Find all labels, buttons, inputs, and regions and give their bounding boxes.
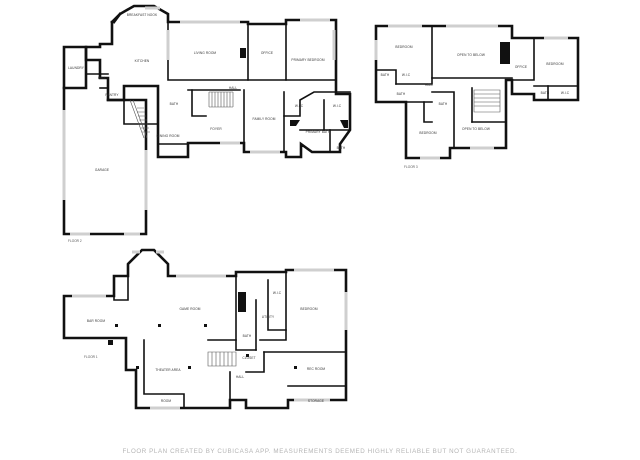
room-label: FOYER	[210, 127, 222, 131]
room-label: STORAGE	[308, 399, 324, 403]
room-label: BATH	[170, 102, 179, 106]
room-label: OPEN TO BELOW	[462, 127, 490, 131]
room-label: BATH	[541, 91, 550, 95]
floor-name: FLOOR 3	[404, 165, 418, 169]
room-label: HALL	[236, 375, 245, 379]
room-label: W.I.C	[295, 104, 304, 108]
room-label: BREAKFAST NOOK	[127, 13, 158, 17]
room-label: HALL	[425, 83, 434, 87]
room-label: W.I.C	[402, 73, 411, 77]
room-label: BAR ROOM	[87, 319, 105, 323]
room-label: REC ROOM	[307, 367, 326, 371]
room-label: HALL	[98, 76, 107, 80]
room-label: PANTRY	[105, 93, 119, 97]
room-label: OFFICE	[261, 51, 273, 55]
room-label: THEATER AREA	[155, 368, 181, 372]
room-label: BATH	[397, 92, 406, 96]
room-label: BATH	[381, 73, 390, 77]
room-label: BATH	[243, 334, 252, 338]
room-label: GARAGE	[95, 168, 109, 172]
room-label: BEDROOM	[300, 307, 317, 311]
floor-plan-level-1: GAME ROOM W.I.C BEDROOM BAR ROOM UTILITY…	[62, 248, 348, 410]
room-label: CLOSET	[242, 356, 255, 360]
room-label: HALL	[229, 86, 238, 90]
room-label: OFFICE	[515, 65, 527, 69]
room-label: GAME ROOM	[179, 307, 200, 311]
footer-disclaimer: FLOOR PLAN CREATED BY CUBICASA APP. MEAS…	[122, 448, 518, 455]
room-label: W.I.C	[333, 104, 342, 108]
floor-plan-level-3: BEDROOM OPEN TO BELOW OFFICE BEDROOM BAT…	[374, 24, 580, 169]
room-label: BATH	[439, 102, 448, 106]
room-label: LAUNDRY	[68, 66, 85, 70]
room-label: PRIMARY BEDROOM	[291, 58, 325, 62]
floor-plan-level-2: BREAKFAST NOOK LAUNDRY KITCHEN LIVING RO…	[62, 4, 352, 243]
room-label: OPEN TO BELOW	[457, 53, 485, 57]
room-label: W.I.C	[273, 291, 282, 295]
room-label: BEDROOM	[419, 131, 436, 135]
room-label: ROOM	[161, 399, 172, 403]
floor-name: FLOOR 2	[68, 239, 82, 243]
floor-name: FLOOR 1	[84, 355, 98, 359]
room-label: DINING ROOM	[156, 134, 179, 138]
room-label: FAMILY ROOM	[253, 117, 276, 121]
room-label: UTILITY	[262, 315, 275, 319]
room-label: PRIMARY BATH	[306, 130, 331, 134]
room-label: W.I.C	[561, 91, 570, 95]
room-label: BATH	[337, 146, 346, 150]
room-label: LIVING ROOM	[194, 51, 217, 55]
room-label: BEDROOM	[546, 62, 563, 66]
room-label: BEDROOM	[395, 45, 412, 49]
room-label: KITCHEN	[135, 59, 150, 63]
